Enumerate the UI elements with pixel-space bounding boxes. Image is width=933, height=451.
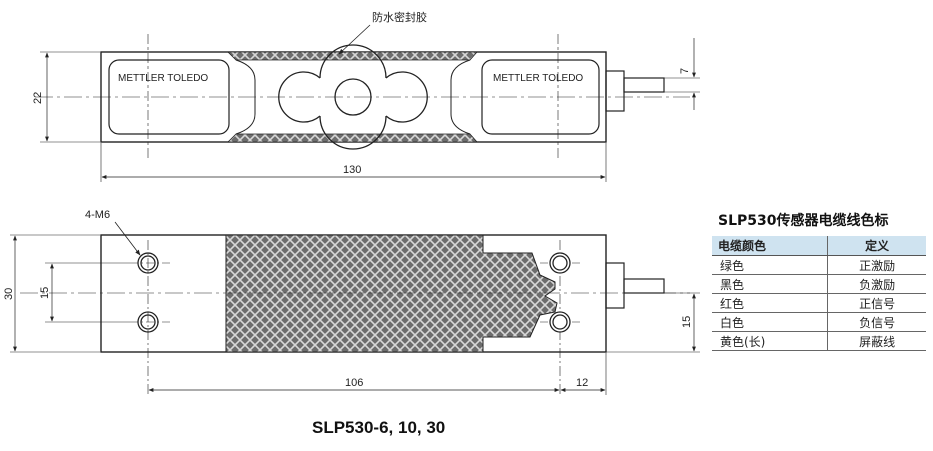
- thread-label: 4-M6: [85, 209, 110, 221]
- dim-106-label: 106: [345, 377, 363, 389]
- wire-function: 负信号: [827, 312, 926, 332]
- bottom-cable: [623, 278, 665, 294]
- table-row: 黑色 负激励: [712, 274, 926, 294]
- legend-header-definition: 定义: [827, 236, 926, 256]
- wire-color: 红色: [712, 293, 828, 313]
- cable: [623, 77, 665, 93]
- thread-leader: [114, 221, 141, 256]
- seal-label: 防水密封胶: [372, 10, 427, 24]
- seal-top-strip: [227, 51, 478, 61]
- wire-color: 黑色: [712, 274, 828, 294]
- bottom-view: 4-M6 30 15 106 12 15: [3, 209, 700, 395]
- seal-bottom-strip: [227, 133, 478, 143]
- bottom-hatch: [225, 234, 558, 353]
- model-caption: SLP530-6, 10, 30: [312, 418, 445, 437]
- wire-color: 黄色(长): [712, 331, 828, 351]
- seal-leader: [338, 24, 371, 55]
- table-row: 白色 负信号: [712, 312, 926, 332]
- table-row: 黄色(长) 屏蔽线: [712, 331, 926, 351]
- cable-color-legend: SLP530传感器电缆线色标 电缆颜色 定义 绿色 正激励 黑色 负激励 红色 …: [712, 210, 926, 351]
- wire-function: 负激励: [827, 274, 926, 294]
- brand-right: METTLER TOLEDO: [493, 73, 583, 84]
- wire-function: 正激励: [827, 255, 926, 275]
- brand-left: METTLER TOLEDO: [118, 73, 208, 84]
- legend-header-color: 电缆颜色: [712, 236, 828, 256]
- legend-table: 电缆颜色 定义 绿色 正激励 黑色 负激励 红色 正信号 白色 负信号 黄色(长: [712, 236, 926, 351]
- dim-7-label: 7: [679, 68, 691, 74]
- legend-title: SLP530传感器电缆线色标: [718, 213, 889, 229]
- left-pocket: [108, 59, 230, 135]
- wire-color: 绿色: [712, 255, 828, 275]
- table-row: 红色 正信号: [712, 293, 926, 313]
- beam-cavity: [235, 59, 471, 135]
- dim-130-label: 130: [343, 164, 361, 176]
- wire-function: 正信号: [827, 293, 926, 313]
- wire-color: 白色: [712, 312, 828, 332]
- dim-22-label: 22: [32, 92, 44, 104]
- top-view: METTLER TOLEDO METTLER TOLEDO 防水密封胶 22 1…: [32, 10, 700, 182]
- dim-15-left-label: 15: [39, 287, 51, 299]
- table-row: 绿色 正激励: [712, 255, 926, 275]
- cable-gland: [605, 70, 625, 112]
- right-pocket: [481, 59, 600, 135]
- wire-function: 屏蔽线: [827, 331, 926, 351]
- dim-12-label: 12: [576, 377, 588, 389]
- m6-holes: [137, 252, 571, 333]
- dim-15-right-label: 15: [681, 316, 693, 328]
- bottom-cable-gland: [605, 262, 625, 309]
- dim-30-label: 30: [3, 288, 15, 300]
- legend-header-row: 电缆颜色 定义: [712, 236, 926, 256]
- beam-holes: [278, 44, 428, 150]
